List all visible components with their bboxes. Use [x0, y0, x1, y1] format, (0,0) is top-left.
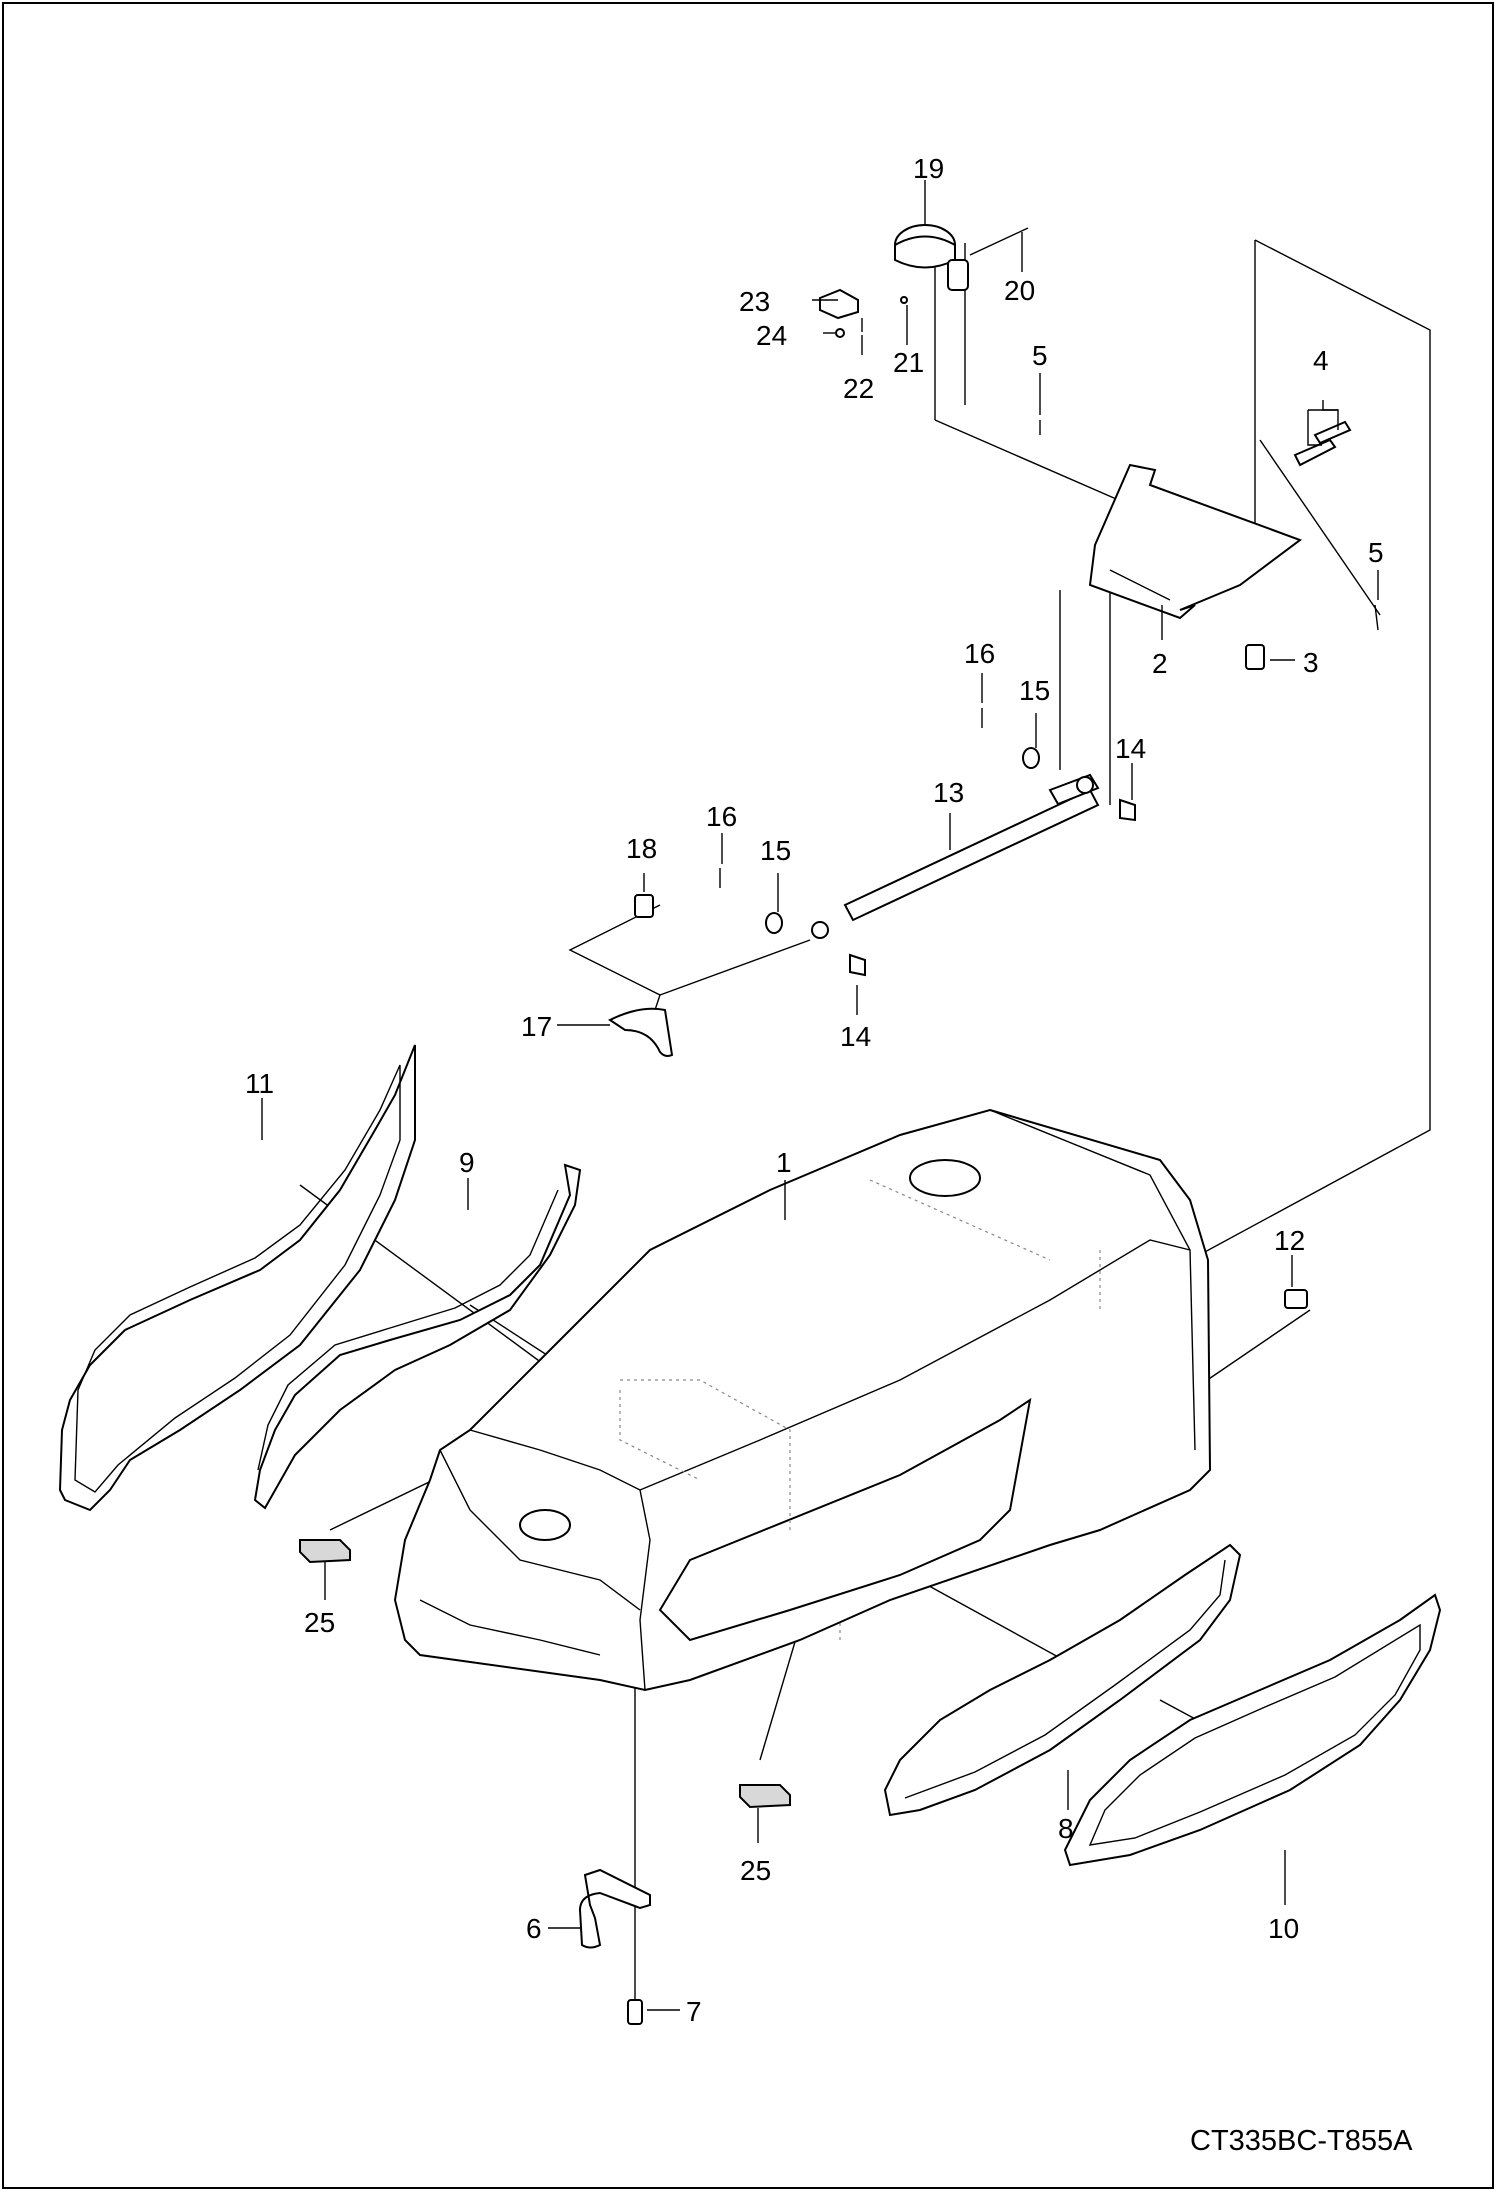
gas-strut-group [608, 708, 1136, 1057]
hood-side-opening [658, 1397, 1032, 1642]
callout-16-upper: 16 [964, 638, 995, 669]
cap-hinge [947, 259, 969, 291]
callout-19: 19 [913, 153, 944, 184]
callout-14-lower: 14 [840, 1021, 871, 1052]
bolt-part-3 [1245, 644, 1265, 670]
washer-part-15-upper [1022, 747, 1040, 769]
hood-part-1 [393, 1108, 1212, 1692]
gas-strut-part-13 [843, 788, 1100, 922]
right-seals [883, 1543, 1442, 1867]
callout-16-lower: 16 [706, 801, 737, 832]
small-parts [299, 1289, 1308, 2025]
callout-15-upper: 15 [1019, 675, 1050, 706]
callout-leaders [261, 180, 1379, 2011]
bracket-part-23 [819, 288, 859, 320]
callout-25-right: 25 [740, 1855, 771, 1886]
bracket-plate-part-2 [1088, 463, 1303, 620]
callout-8: 8 [1058, 1813, 1074, 1844]
callout-9: 9 [459, 1147, 475, 1178]
left-seals [58, 1044, 582, 1512]
washer-part-21 [900, 296, 908, 304]
callout-24: 24 [756, 320, 787, 351]
bolt-part-4-b [1313, 420, 1352, 445]
bolt-part-4-a [1293, 438, 1337, 467]
hood-fill-hole [909, 1159, 981, 1197]
callout-3: 3 [1303, 647, 1319, 678]
hook-part-6 [578, 1868, 651, 1949]
pin-part-20 [969, 227, 1029, 256]
callout-1: 1 [776, 1147, 792, 1178]
pad-part-25-left [299, 1539, 351, 1564]
callout-17: 17 [521, 1011, 552, 1042]
bracket-part-17 [608, 1007, 674, 1057]
callout-22: 22 [843, 373, 874, 404]
callout-20: 20 [1004, 275, 1035, 306]
bolt-part-7 [627, 1999, 643, 2025]
pin-part-14-lower [849, 953, 866, 977]
callout-13: 13 [933, 777, 964, 808]
callout-10: 10 [1268, 1913, 1299, 1944]
fuel-cap-group [819, 224, 1029, 338]
callout-23: 23 [739, 286, 770, 317]
callout-4: 4 [1313, 345, 1329, 376]
screw-part-24 [835, 328, 845, 338]
callout-21: 21 [893, 347, 924, 378]
callout-7: 7 [686, 1996, 702, 2027]
callout-15-lower: 15 [760, 835, 791, 866]
seal-part-8 [883, 1543, 1242, 1817]
bracket-plate-group [1039, 420, 1379, 670]
seal-part-10 [1063, 1593, 1442, 1867]
callout-25-left: 25 [304, 1607, 335, 1638]
callout-labels: 19 20 21 22 23 24 5 4 5 3 2 16 15 14 13 … [245, 153, 1384, 2027]
washer-part-15-lower [765, 912, 783, 934]
callout-18: 18 [626, 833, 657, 864]
callout-5-upper: 5 [1032, 340, 1048, 371]
pad-part-25-right [739, 1784, 791, 1809]
callout-6: 6 [526, 1913, 542, 1944]
callout-14-upper: 14 [1115, 733, 1146, 764]
bolt-part-18 [634, 894, 654, 918]
assembly-guide-lines [299, 239, 1431, 2010]
pin-part-14-upper [1119, 798, 1136, 822]
callout-5-lower: 5 [1368, 537, 1384, 568]
callout-12: 12 [1274, 1225, 1305, 1256]
pin-part-5-lower [1374, 604, 1379, 631]
callout-11: 11 [245, 1068, 274, 1099]
drawing-code: CT335BC-T855A [1190, 2125, 1413, 2157]
bolt-part-12 [1284, 1289, 1308, 1309]
seal-part-11 [58, 1044, 416, 1512]
callout-2: 2 [1152, 648, 1168, 679]
seal-part-9 [253, 1163, 582, 1510]
hood-group [393, 1108, 1212, 1692]
